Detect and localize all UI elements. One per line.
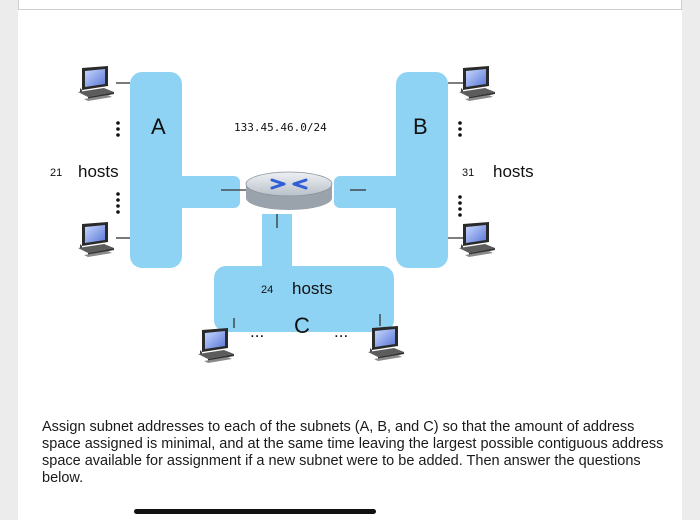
subnet-b-hosts-label: hosts [493, 162, 534, 181]
computer-icon [459, 66, 495, 101]
home-indicator[interactable] [134, 509, 376, 514]
horizontal-ellipsis: ... [334, 322, 348, 341]
computer-icon [459, 222, 495, 257]
question-text: Assign subnet addresses to each of the s… [42, 419, 664, 486]
router-icon [245, 171, 333, 210]
subnet-a-name: A [151, 114, 166, 139]
links [116, 82, 465, 328]
vertical-ellipsis-icon [458, 195, 462, 217]
network-address: 133.45.46.0/24 [234, 121, 327, 134]
subnet-a-shape [130, 72, 240, 268]
previous-card-edge [18, 0, 682, 10]
network-diagram: A B C 133.45.46.0/24 21 hosts 31 hosts 2… [50, 66, 534, 363]
horizontal-ellipsis: ... [250, 322, 264, 341]
vertical-ellipsis-icon [116, 192, 120, 214]
subnet-c-hosts-label: hosts [292, 279, 333, 298]
computer-icon [78, 222, 114, 257]
subnet-b-shape [334, 72, 448, 268]
subnet-a-hosts-label: hosts [78, 162, 119, 181]
subnet-c-host-count: 24 [261, 284, 273, 296]
computer-icon [368, 326, 404, 361]
subnet-b-host-count: 31 [462, 167, 474, 179]
subnet-b-name: B [413, 114, 428, 139]
computer-icon [198, 328, 234, 363]
content-card: A B C 133.45.46.0/24 21 hosts 31 hosts 2… [18, 0, 682, 520]
computer-icon [78, 66, 114, 101]
subnet-a-host-count: 21 [50, 167, 62, 179]
vertical-ellipsis-icon [116, 121, 120, 137]
subnet-c-name: C [294, 313, 310, 338]
vertical-ellipsis-icon [458, 121, 462, 137]
